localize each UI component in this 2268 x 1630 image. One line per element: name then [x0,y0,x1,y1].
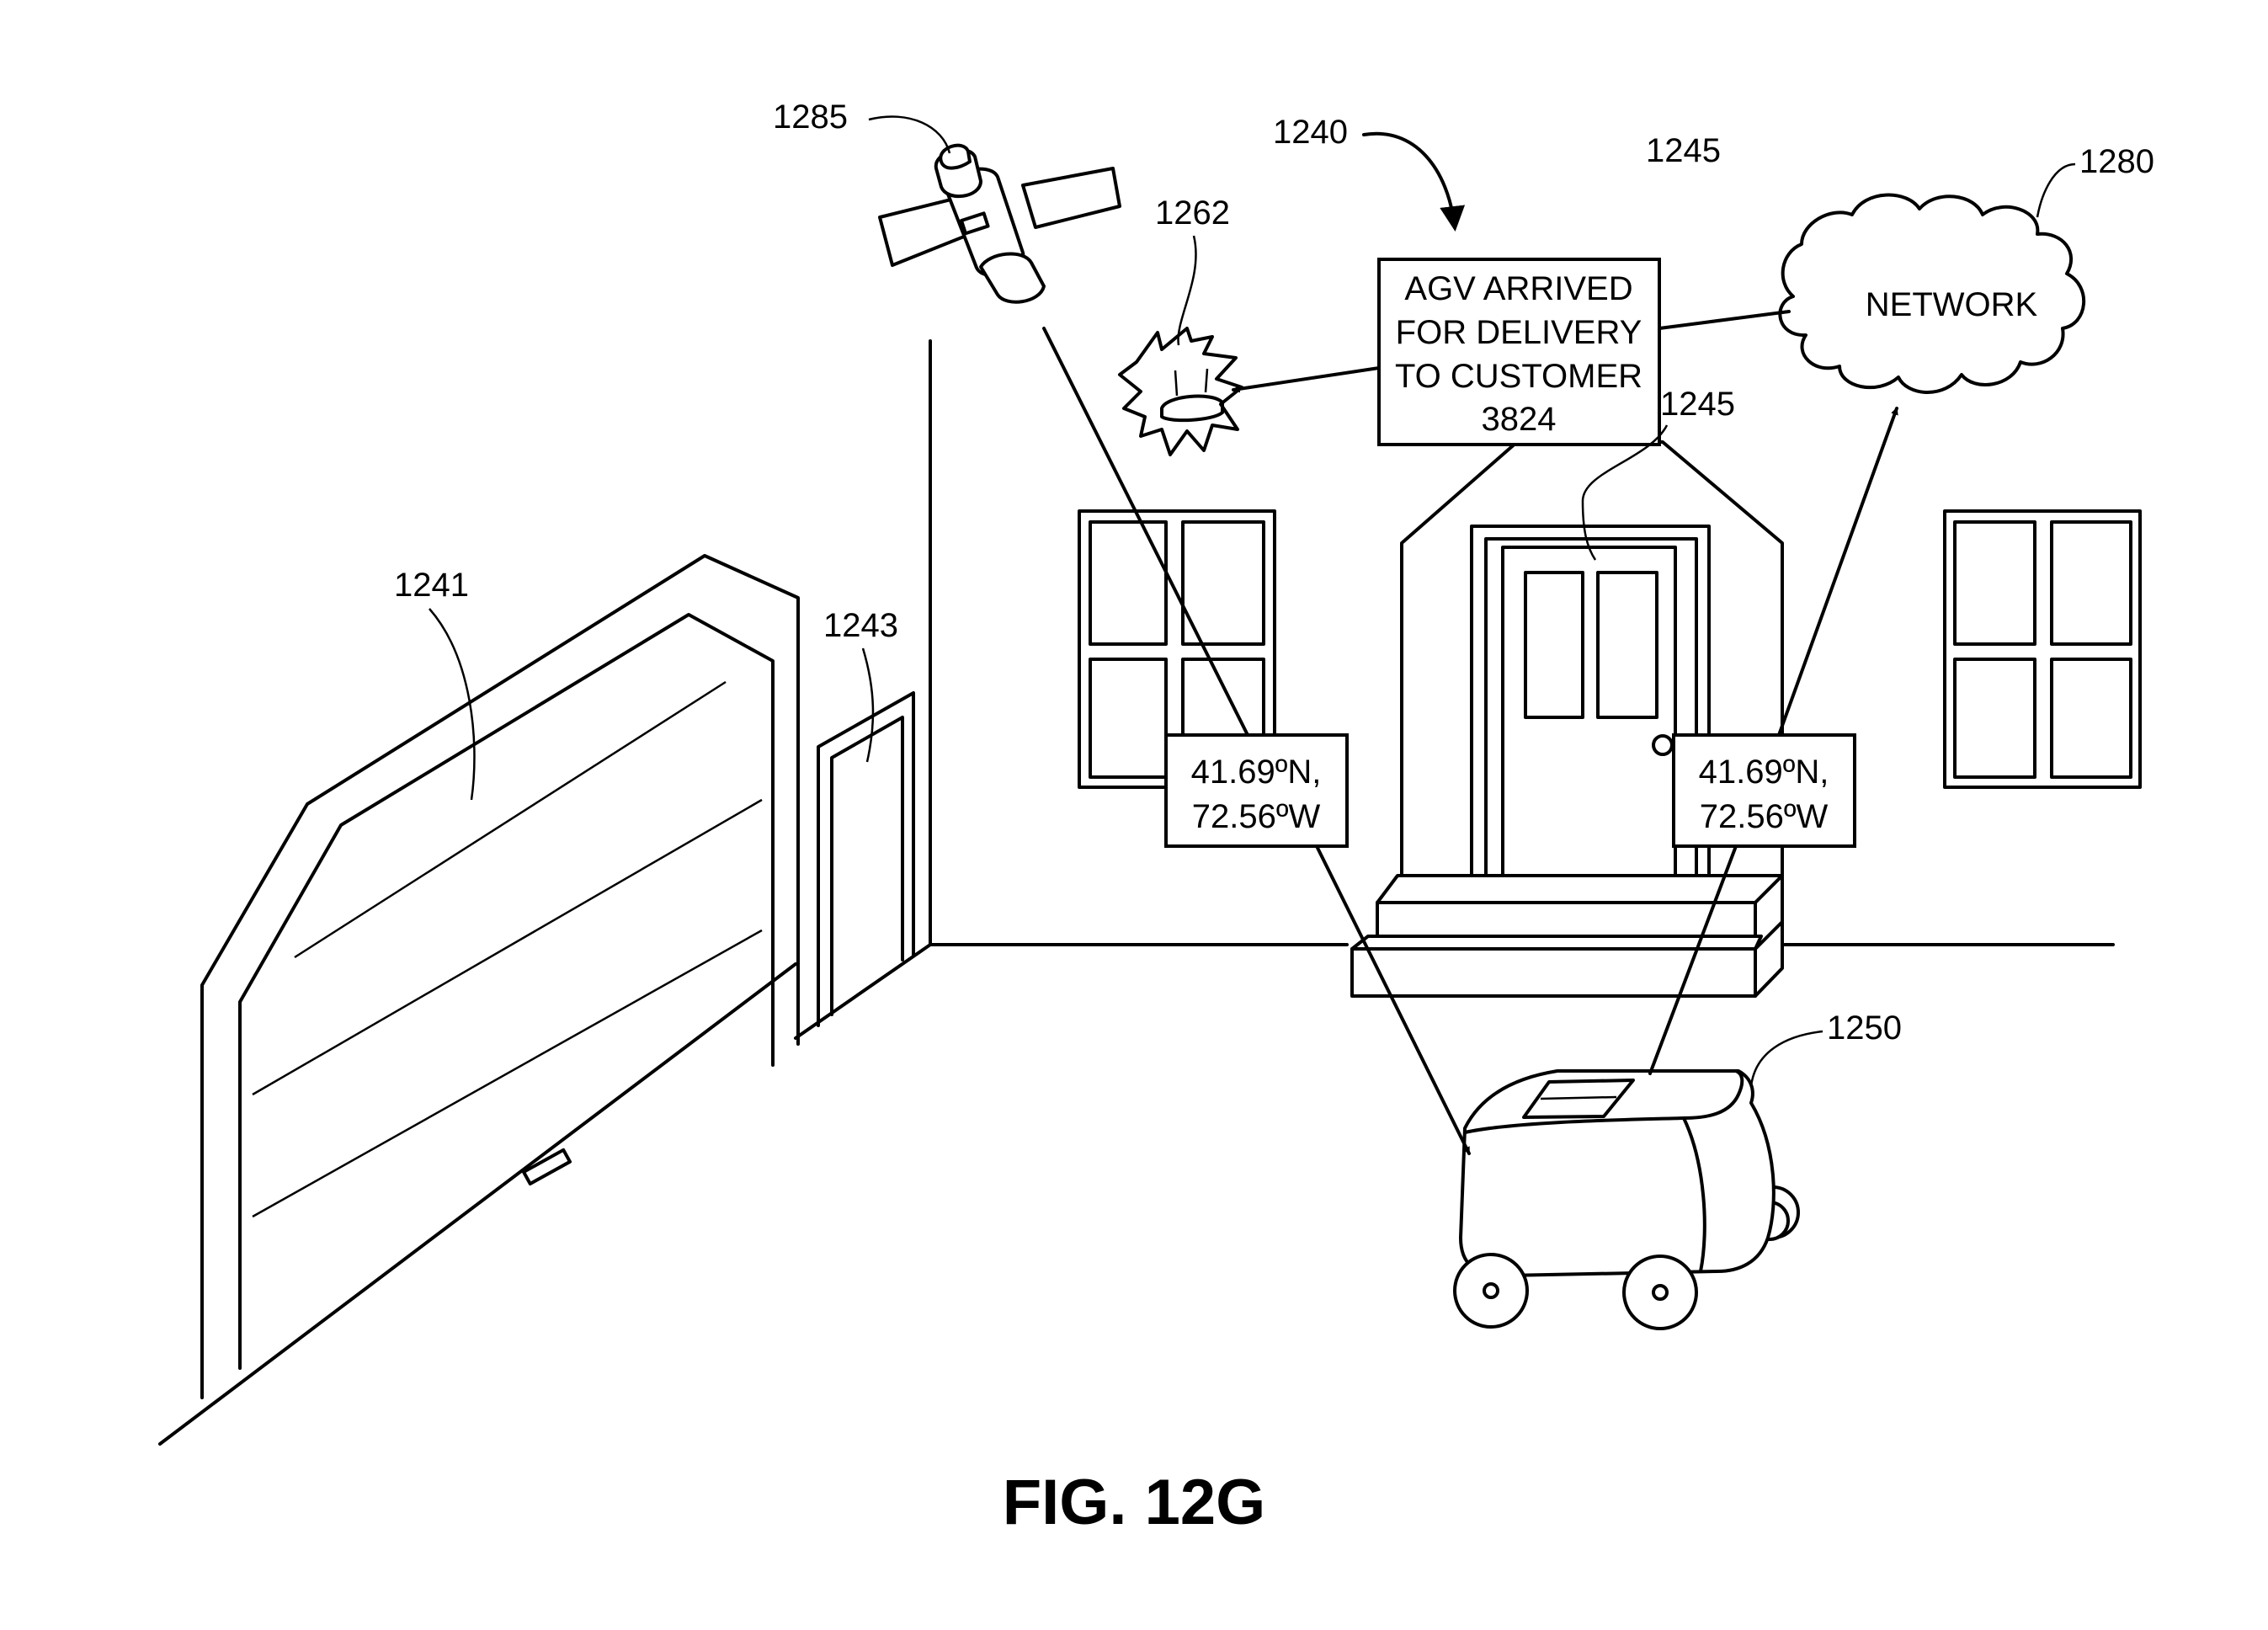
ref-label-network: 1280 [2079,143,2154,180]
door-knob [1653,736,1672,754]
coord-latitude: 41.69ºN, [1191,754,1322,791]
right-window [1945,511,2140,787]
door-panel [1598,573,1657,717]
network-cloud: NETWORK [1780,195,2084,392]
message-line: AGV ARRIVED [1404,270,1632,307]
scene-arrow [1364,134,1455,227]
ground-line-left [160,964,796,1444]
ref-label-door: 1245 [1660,386,1735,423]
side-door [818,693,913,1025]
device-notify-arrow [1233,368,1379,390]
door-frame-inner [1486,539,1696,880]
device-icon [1120,328,1242,455]
leader-line [2037,164,2075,217]
door-panel [1525,573,1583,717]
agv-vehicle [1455,1071,1798,1329]
front-door [1503,547,1675,877]
ref-label-garage-door: 1241 [394,567,469,604]
ground-corner-line [796,945,930,1038]
ref-label-satellite: 1285 [773,99,848,136]
coord-latitude: 41.69ºN, [1699,754,1829,791]
coord-box-left: 41.69ºN, 72.56ºW [1166,735,1347,846]
message-line: TO CUSTOMER [1395,358,1642,395]
ref-label-house-top: 1245 [1646,132,1721,169]
wheel [1455,1254,1527,1327]
ref-label-side-door: 1243 [823,607,898,644]
solar-panel-right [1023,168,1120,227]
coord-longitude: 72.56ºW [1192,798,1321,835]
satellite-signal-line [1044,328,1248,735]
building [160,341,2113,1444]
coord-longitude: 72.56ºW [1700,798,1829,835]
wheel [1624,1256,1696,1329]
coord-box-right: 41.69ºN, 72.56ºW [1674,735,1855,846]
figure-caption: FIG. 12G [1003,1467,1266,1538]
garage-panel-line [253,930,762,1217]
garage-handle [524,1150,570,1184]
ref-label-device: 1262 [1155,194,1230,232]
garage-frame-outer [202,556,798,1398]
ref-label-agv: 1250 [1827,1009,1902,1047]
leader-line [863,648,873,762]
message-box: AGV ARRIVED FOR DELIVERY TO CUSTOMER 382… [1379,259,1659,445]
agv-to-network-arrow [1779,408,1897,735]
network-label: NETWORK [1866,286,2038,323]
garage-frame-inner [240,615,773,1368]
leader-line [1751,1031,1823,1086]
message-line: FOR DELIVERY [1396,314,1642,351]
network-link-line [1659,312,1789,328]
message-line: 3824 [1482,401,1557,438]
satellite-icon [880,146,1120,302]
ref-label-scene: 1240 [1273,114,1348,151]
entrance [1352,442,1782,996]
leader-line [869,116,950,153]
garage-door [202,556,798,1398]
